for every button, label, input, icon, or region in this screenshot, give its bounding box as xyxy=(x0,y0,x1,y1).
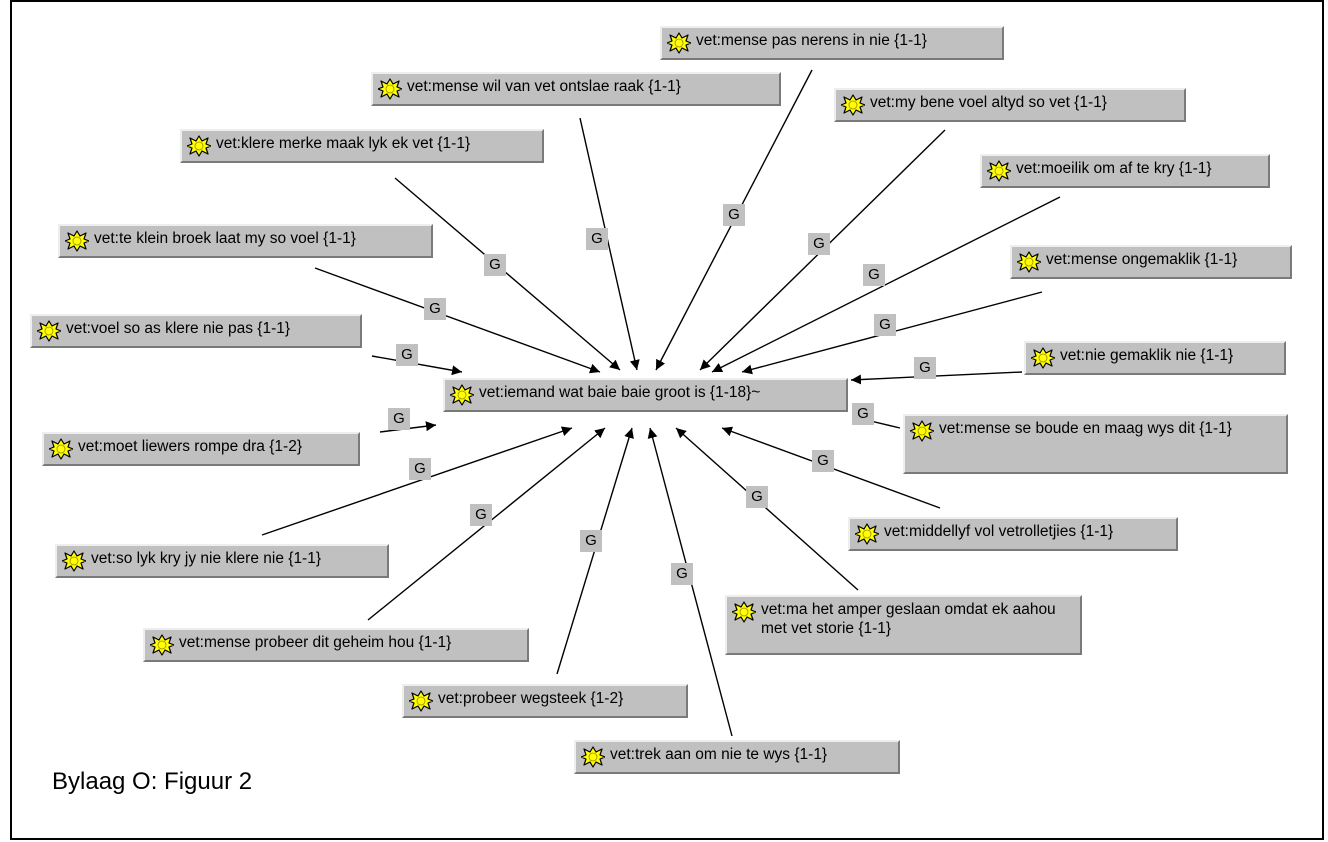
edge-arrow xyxy=(394,177,621,371)
node-klein-broek[interactable]: vet:te klein broek laat my so voel {1-1} xyxy=(58,224,433,258)
node-label: vet:mense pas nerens in nie {1-1} xyxy=(696,32,927,49)
edge-label: G xyxy=(812,450,834,472)
node-label: vet:probeer wegsteek {1-2} xyxy=(438,690,624,707)
node-ma-geslaan[interactable]: vet:ma het amper geslaan omdat ek aahou … xyxy=(725,595,1082,655)
node-label: vet:so lyk kry jy nie klere nie {1-1} xyxy=(91,550,322,567)
node-ontslae-raak[interactable]: vet:mense wil van vet ontslae raak {1-1} xyxy=(371,72,781,106)
node-label: vet:ma het amper geslaan omdat ek aahou … xyxy=(761,601,1056,637)
edge-label: G xyxy=(914,357,936,379)
node-middellyf[interactable]: vet:middellyf vol vetrolletjies {1-1} xyxy=(848,517,1178,551)
star-node-icon xyxy=(667,32,691,54)
node-label: vet:moet liewers rompe dra {1-2} xyxy=(78,438,302,455)
figure-caption: Bylaag O: Figuur 2 xyxy=(52,768,253,795)
edge-label: G xyxy=(424,298,446,320)
node-label: vet:te klein broek laat my so voel {1-1} xyxy=(94,230,356,247)
edge-arrow xyxy=(711,196,1061,373)
star-node-icon xyxy=(987,160,1011,182)
node-klere-pas[interactable]: vet:voel so as klere nie pas {1-1} xyxy=(30,314,362,348)
edge-arrow xyxy=(850,371,1023,385)
edge-label: G xyxy=(723,204,745,226)
node-label: vet:my bene voel altyd so vet {1-1} xyxy=(870,94,1107,111)
star-node-icon xyxy=(150,634,174,656)
node-rompe-dra[interactable]: vet:moet liewers rompe dra {1-2} xyxy=(42,432,360,466)
star-node-icon xyxy=(581,746,605,768)
node-label: vet:mense ongemaklik {1-1} xyxy=(1046,251,1238,268)
edge-arrow xyxy=(675,427,859,591)
node-label: vet:mense probeer dit geheim hou {1-1} xyxy=(179,634,452,651)
star-node-icon xyxy=(732,601,756,623)
star-node-icon xyxy=(49,438,73,460)
edge-label: G xyxy=(409,458,431,480)
star-node-icon xyxy=(409,690,433,712)
edge-label: G xyxy=(874,314,896,336)
star-node-icon xyxy=(65,230,89,252)
node-boude-maag[interactable]: vet:mense se boude en maag wys dit {1-1} xyxy=(903,414,1288,474)
node-ongemaklik[interactable]: vet:mense ongemaklik {1-1} xyxy=(1010,245,1292,279)
star-node-icon xyxy=(187,135,211,157)
star-node-icon xyxy=(62,550,86,572)
star-node-icon xyxy=(841,94,865,116)
edge-label: G xyxy=(863,264,885,286)
center-node[interactable]: vet:iemand wat baie baie groot is {1-18}… xyxy=(443,378,848,412)
edge-label: G xyxy=(396,344,418,366)
node-label: vet:voel so as klere nie pas {1-1} xyxy=(66,320,291,337)
edge-arrow xyxy=(261,426,573,536)
node-label: vet:klere merke maak lyk ek vet {1-1} xyxy=(216,135,471,152)
node-kry-klere[interactable]: vet:so lyk kry jy nie klere nie {1-1} xyxy=(55,544,389,578)
edge-label: G xyxy=(671,563,693,585)
edge-label: G xyxy=(808,233,830,255)
node-label: vet:middellyf vol vetrolletjies {1-1} xyxy=(884,523,1114,540)
edge-label: G xyxy=(580,530,602,552)
edge-label: G xyxy=(484,254,506,276)
node-pas-nerens[interactable]: vet:mense pas nerens in nie {1-1} xyxy=(660,26,1004,60)
edge-label: G xyxy=(586,228,608,250)
node-klere-merke[interactable]: vet:klere merke maak lyk ek vet {1-1} xyxy=(180,129,544,163)
star-node-icon xyxy=(1031,347,1055,369)
edge-label: G xyxy=(746,486,768,508)
edge-label: G xyxy=(470,504,492,526)
edge-label: G xyxy=(852,403,874,425)
node-moeilik[interactable]: vet:moeilik om af te kry {1-1} xyxy=(980,154,1270,188)
center-node-label: vet:iemand wat baie baie groot is {1-18}… xyxy=(479,384,761,401)
node-geheim-hou[interactable]: vet:mense probeer dit geheim hou {1-1} xyxy=(143,628,529,662)
node-label: vet:nie gemaklik nie {1-1} xyxy=(1060,347,1234,364)
node-label: vet:trek aan om nie te wys {1-1} xyxy=(610,746,828,763)
node-wegsteek[interactable]: vet:probeer wegsteek {1-2} xyxy=(402,684,688,718)
star-node-icon xyxy=(855,523,879,545)
edge-arrow xyxy=(579,117,640,371)
edge-label: G xyxy=(388,408,410,430)
edge-arrow xyxy=(314,267,601,374)
node-trek-aan[interactable]: vet:trek aan om nie te wys {1-1} xyxy=(574,740,900,774)
node-bene-vet[interactable]: vet:my bene voel altyd so vet {1-1} xyxy=(834,88,1186,122)
node-label: vet:moeilik om af te kry {1-1} xyxy=(1016,160,1212,177)
node-label: vet:mense se boude en maag wys dit {1-1} xyxy=(939,420,1232,437)
star-node-icon xyxy=(37,320,61,342)
star-node-icon xyxy=(450,384,474,406)
node-label: vet:mense wil van vet ontslae raak {1-1} xyxy=(407,78,681,95)
star-node-icon xyxy=(910,420,934,442)
star-node-icon xyxy=(1017,251,1041,273)
star-node-icon xyxy=(378,78,402,100)
node-nie-gemaklik[interactable]: vet:nie gemaklik nie {1-1} xyxy=(1024,341,1286,375)
